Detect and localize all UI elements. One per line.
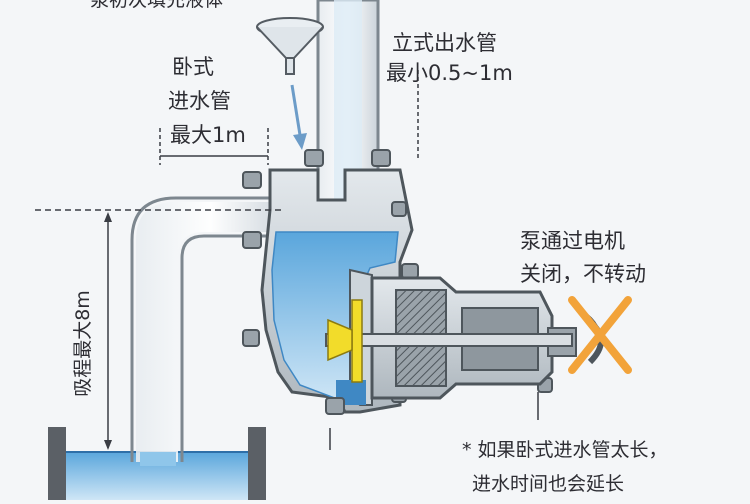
impeller (327, 299, 363, 383)
suction-pipe (130, 196, 285, 466)
footnote-line1: * 如果卧式进水管太长， (462, 439, 668, 461)
suction-height-label: 吸程最大8m (71, 290, 94, 397)
inlet-pipe-length-label: 最大1m (170, 123, 246, 147)
stop-cross-icon (568, 296, 632, 374)
pump-shaft (325, 333, 573, 347)
dimension-lines (35, 70, 539, 450)
motor-stopped-label-line2: 关闭，不转动 (520, 262, 646, 286)
funnel-icon (256, 17, 324, 75)
fill-arrow-line (290, 84, 302, 136)
flange-bolts (242, 149, 553, 415)
fill-arrow-head (293, 133, 307, 150)
footnote-line2: 进水时间也会延长 (472, 473, 625, 495)
motor-stopped-label-line1: 泵通过电机 (520, 229, 625, 253)
fill-note-label: 泵初次填充液体 (90, 0, 224, 11)
inlet-pipe-label-line1: 卧式 (172, 55, 214, 79)
outlet-pipe-label: 立式出水管 (392, 31, 497, 55)
inlet-pipe-label-line2: 进水管 (168, 89, 231, 113)
outlet-pipe-length-label: 最小0.5~1m (386, 61, 513, 85)
